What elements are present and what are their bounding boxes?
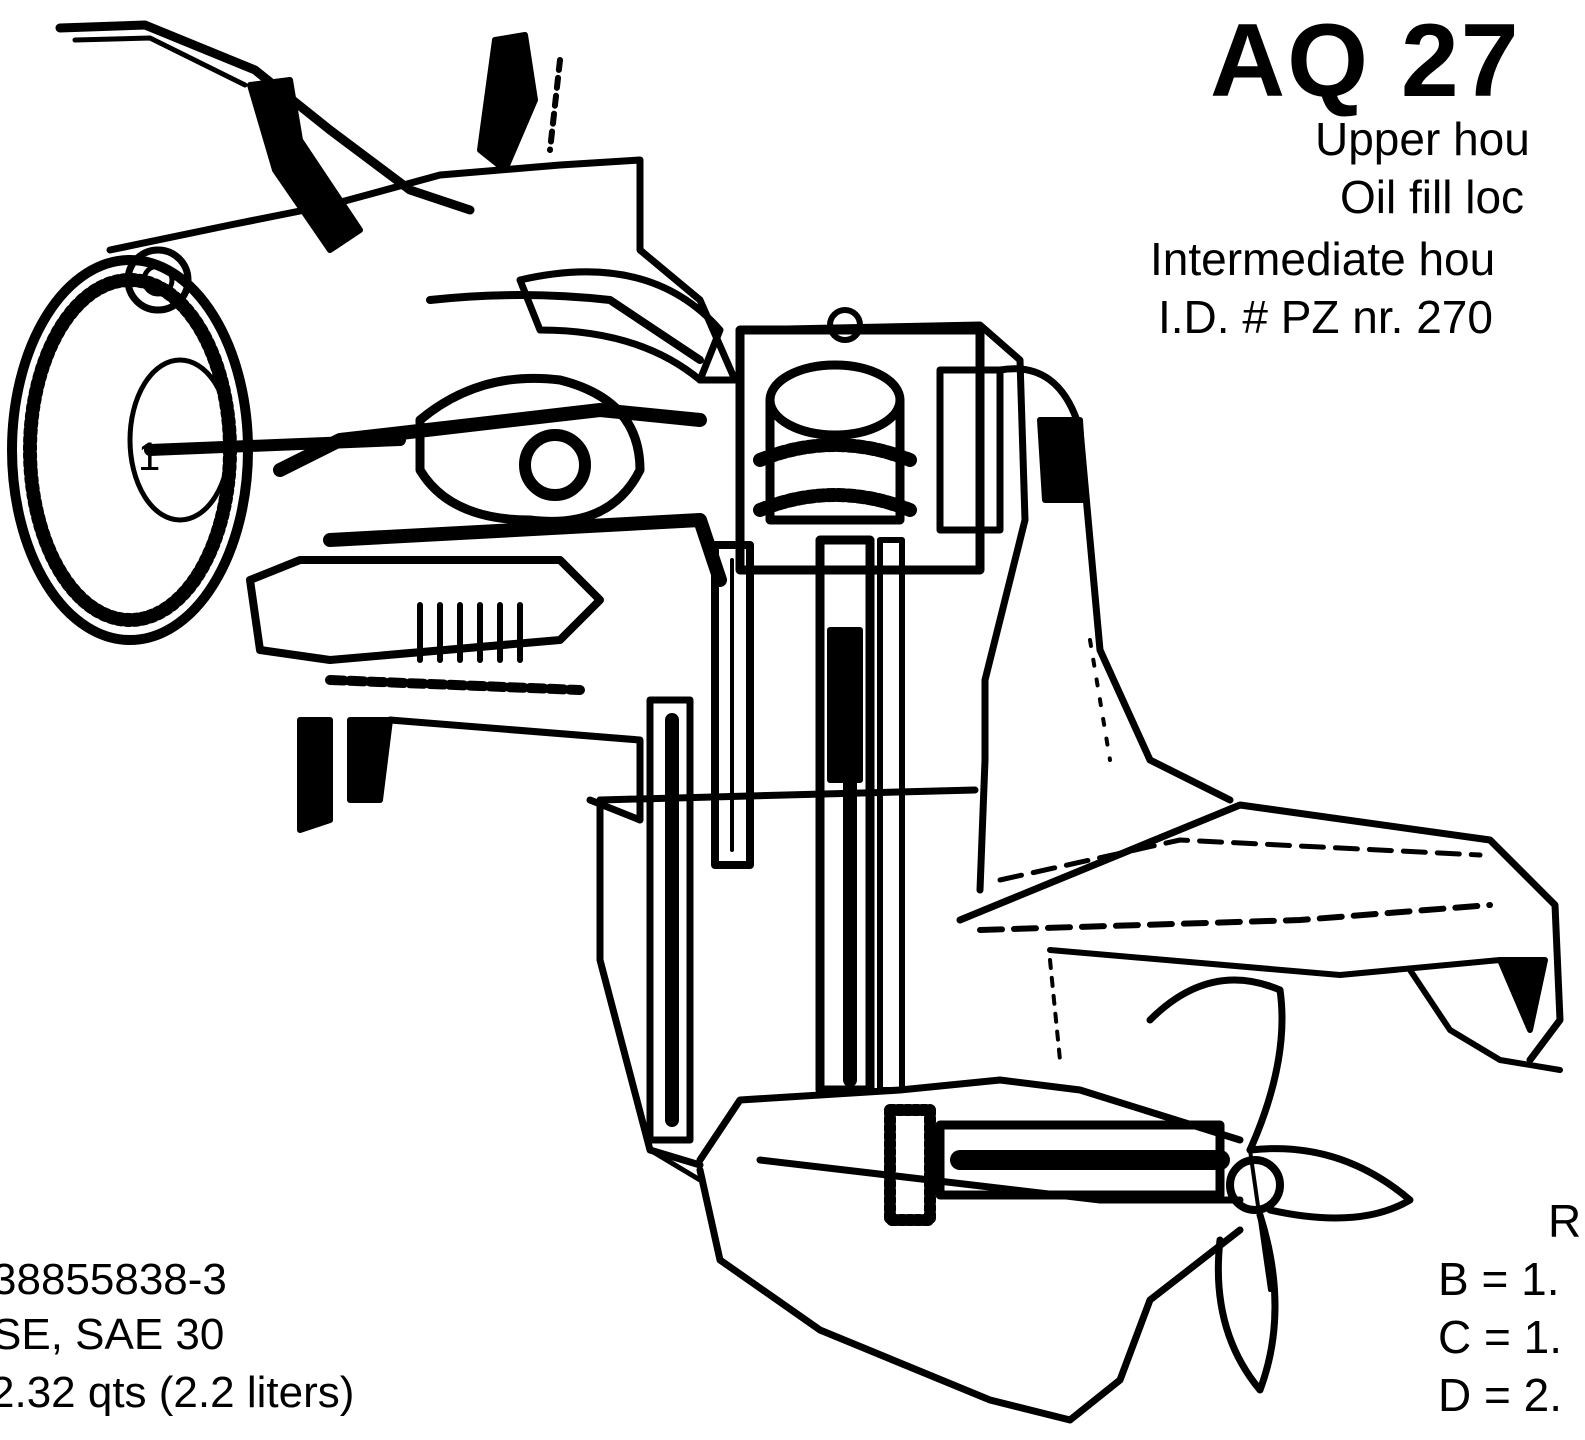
svg-text:1: 1 <box>138 435 160 479</box>
oil-type-text: SE, SAE 30 <box>0 1310 225 1359</box>
propeller <box>1146 976 1414 1394</box>
shift-linkage <box>55 20 563 253</box>
lower-gearcase <box>647 1076 1244 1424</box>
part-number-text: 38855838-3 <box>0 1255 227 1304</box>
vertical-gear-stack <box>735 307 1004 575</box>
bevel-gear-teeth <box>417 602 523 663</box>
ratio-heading: R <box>1548 1195 1582 1247</box>
ratio-c-text: C = 1. <box>1438 1311 1563 1363</box>
model-title: AQ 27 <box>1210 3 1521 119</box>
upper-housing-label: Upper hou <box>1315 113 1530 165</box>
intermediate-housing-label: Intermediate hou <box>1150 233 1496 285</box>
ratio-b-text: B = 1. <box>1438 1253 1560 1305</box>
oil-fill-label: Oil fill loc <box>1340 171 1525 223</box>
vertical-shafts <box>646 535 905 1144</box>
cavitation-plate <box>956 801 1564 1073</box>
upper-housing <box>106 156 739 833</box>
oil-capacity-text: 2.32 qts (2.2 liters) <box>0 1368 355 1417</box>
ratio-d-text: D = 2. <box>1438 1369 1563 1421</box>
id-number-label: I.D. # PZ nr. 270 <box>1158 291 1493 343</box>
drive-housing-outline <box>386 321 1234 1169</box>
